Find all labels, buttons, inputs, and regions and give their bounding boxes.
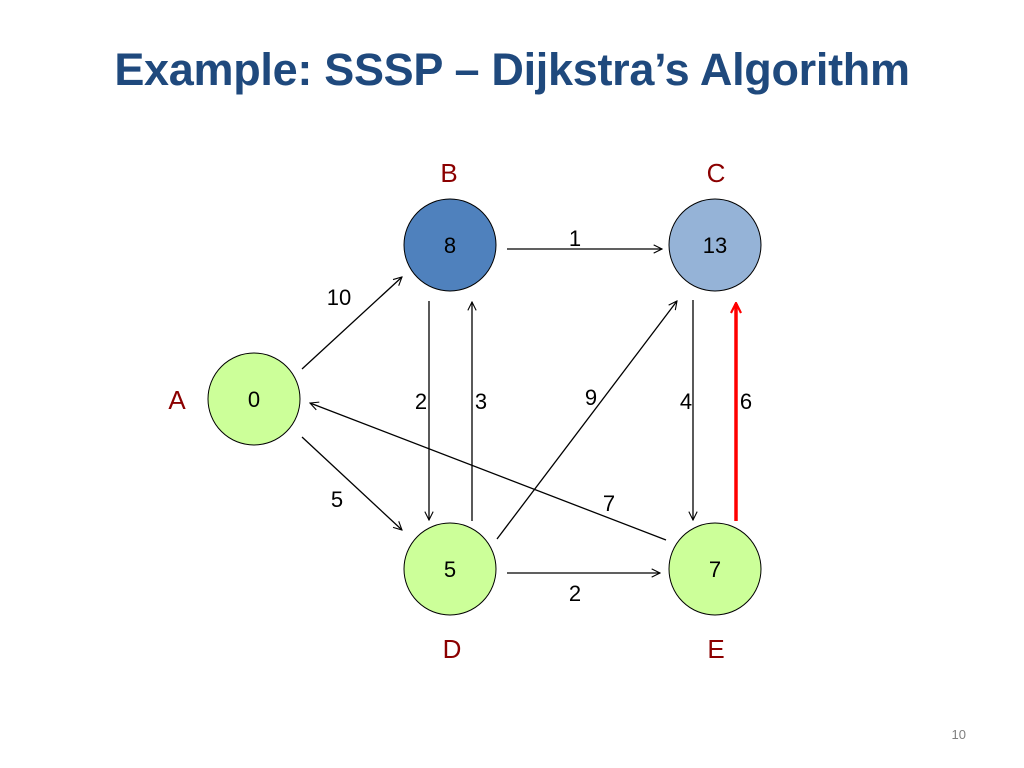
node-a-circle (207, 352, 301, 446)
node-c-circle (668, 198, 762, 292)
node-c-label: C (707, 158, 726, 188)
node-c-value: 13 (703, 233, 727, 258)
weight-d-e: 2 (569, 581, 581, 606)
node-a-value: 0 (248, 387, 260, 412)
weight-b-d: 2 (415, 389, 427, 414)
edge-e-a (310, 403, 667, 541)
weight-e-c: 6 (740, 389, 752, 414)
node-b-circle (403, 198, 497, 292)
edge-a-d (301, 436, 402, 530)
node-d: 5 D (403, 522, 497, 664)
node-a-label: A (168, 385, 186, 415)
weight-d-b: 3 (475, 389, 487, 414)
node-d-circle (403, 522, 497, 616)
weight-a-d: 5 (331, 487, 343, 512)
node-b-label: B (440, 158, 457, 188)
weight-a-b: 10 (327, 285, 351, 310)
weight-d-c: 9 (585, 385, 597, 410)
node-d-label: D (443, 634, 462, 664)
node-e-circle (668, 522, 762, 616)
weight-c-e: 4 (680, 389, 692, 414)
weight-b-c: 1 (569, 226, 581, 251)
edge-weights: 10 5 1 2 3 9 4 6 2 7 (327, 226, 752, 606)
node-b-value: 8 (444, 233, 456, 258)
edge-a-b (301, 277, 402, 370)
node-e-value: 7 (709, 557, 721, 582)
edge-d-c (496, 301, 677, 540)
slide-title: Example: SSSP – Dijkstra’s Algorithm (114, 44, 910, 95)
page-number: 10 (951, 727, 966, 742)
node-a: 0 A (168, 352, 301, 446)
node-d-value: 5 (444, 557, 456, 582)
node-b: 8 B (403, 158, 497, 292)
weight-e-a: 7 (603, 491, 615, 516)
node-e-label: E (707, 634, 724, 664)
edges (301, 249, 736, 573)
node-e: 7 E (668, 522, 762, 664)
node-c: 13 C (668, 158, 762, 292)
